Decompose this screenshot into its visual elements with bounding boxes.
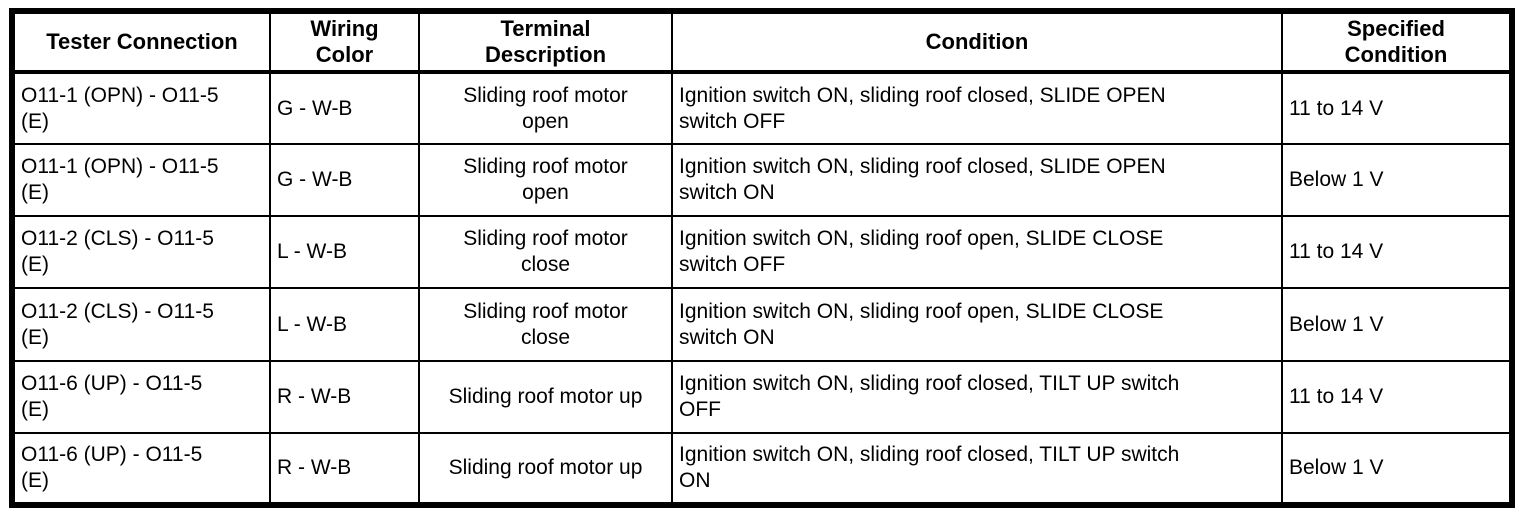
- cell-specified-condition: 11 to 14 V: [1281, 215, 1513, 290]
- table-row: O11-2 (CLS) - O11-5 (E) L - W-B Sliding …: [11, 287, 1513, 362]
- cell-condition: Ignition switch ON, sliding roof closed,…: [671, 359, 1283, 434]
- cell-terminal-description: Sliding roof motor up: [418, 359, 673, 434]
- header-terminal-description: Terminal Description: [418, 10, 673, 74]
- cell-condition: Ignition switch ON, sliding roof closed,…: [671, 143, 1283, 218]
- cell-wiring-color: L - W-B: [269, 287, 420, 362]
- cell-specified-condition: 11 to 14 V: [1281, 359, 1513, 434]
- header-wiring-color: Wiring Color: [269, 10, 420, 74]
- cell-terminal-description: Sliding roof motor close: [418, 287, 673, 362]
- cell-wiring-color: G - W-B: [269, 143, 420, 218]
- cell-wiring-color: G - W-B: [269, 70, 420, 146]
- table-row: O11-1 (OPN) - O11-5 (E) G - W-B Sliding …: [11, 143, 1513, 218]
- cell-specified-condition: Below 1 V: [1281, 431, 1513, 507]
- cell-terminal-description: Sliding roof motor open: [418, 143, 673, 218]
- cell-condition: Ignition switch ON, sliding roof closed,…: [671, 70, 1283, 146]
- header-row: Tester Connection Wiring Color Terminal …: [11, 10, 1513, 74]
- cell-specified-condition: 11 to 14 V: [1281, 70, 1513, 146]
- cell-tester-connection: O11-6 (UP) - O11-5 (E): [11, 431, 271, 507]
- cell-tester-connection: O11-1 (OPN) - O11-5 (E): [11, 70, 271, 146]
- table-row: O11-2 (CLS) - O11-5 (E) L - W-B Sliding …: [11, 215, 1513, 290]
- cell-wiring-color: L - W-B: [269, 215, 420, 290]
- table-row: O11-6 (UP) - O11-5 (E) R - W-B Sliding r…: [11, 359, 1513, 434]
- cell-wiring-color: R - W-B: [269, 431, 420, 507]
- cell-tester-connection: O11-1 (OPN) - O11-5 (E): [11, 143, 271, 218]
- cell-condition: Ignition switch ON, sliding roof open, S…: [671, 215, 1283, 290]
- cell-condition: Ignition switch ON, sliding roof open, S…: [671, 287, 1283, 362]
- header-condition: Condition: [671, 10, 1283, 74]
- cell-terminal-description: Sliding roof motor up: [418, 431, 673, 507]
- cell-condition: Ignition switch ON, sliding roof closed,…: [671, 431, 1283, 507]
- table-row: O11-1 (OPN) - O11-5 (E) G - W-B Sliding …: [11, 70, 1513, 146]
- cell-specified-condition: Below 1 V: [1281, 143, 1513, 218]
- cell-tester-connection: O11-2 (CLS) - O11-5 (E): [11, 287, 271, 362]
- cell-terminal-description: Sliding roof motor close: [418, 215, 673, 290]
- cell-terminal-description: Sliding roof motor open: [418, 70, 673, 146]
- terminal-voltage-table: Tester Connection Wiring Color Terminal …: [9, 8, 1515, 508]
- header-tester-connection: Tester Connection: [11, 10, 271, 74]
- cell-tester-connection: O11-6 (UP) - O11-5 (E): [11, 359, 271, 434]
- cell-specified-condition: Below 1 V: [1281, 287, 1513, 362]
- header-specified-condition: Specified Condition: [1281, 10, 1513, 74]
- table-row: O11-6 (UP) - O11-5 (E) R - W-B Sliding r…: [11, 431, 1513, 507]
- cell-wiring-color: R - W-B: [269, 359, 420, 434]
- cell-tester-connection: O11-2 (CLS) - O11-5 (E): [11, 215, 271, 290]
